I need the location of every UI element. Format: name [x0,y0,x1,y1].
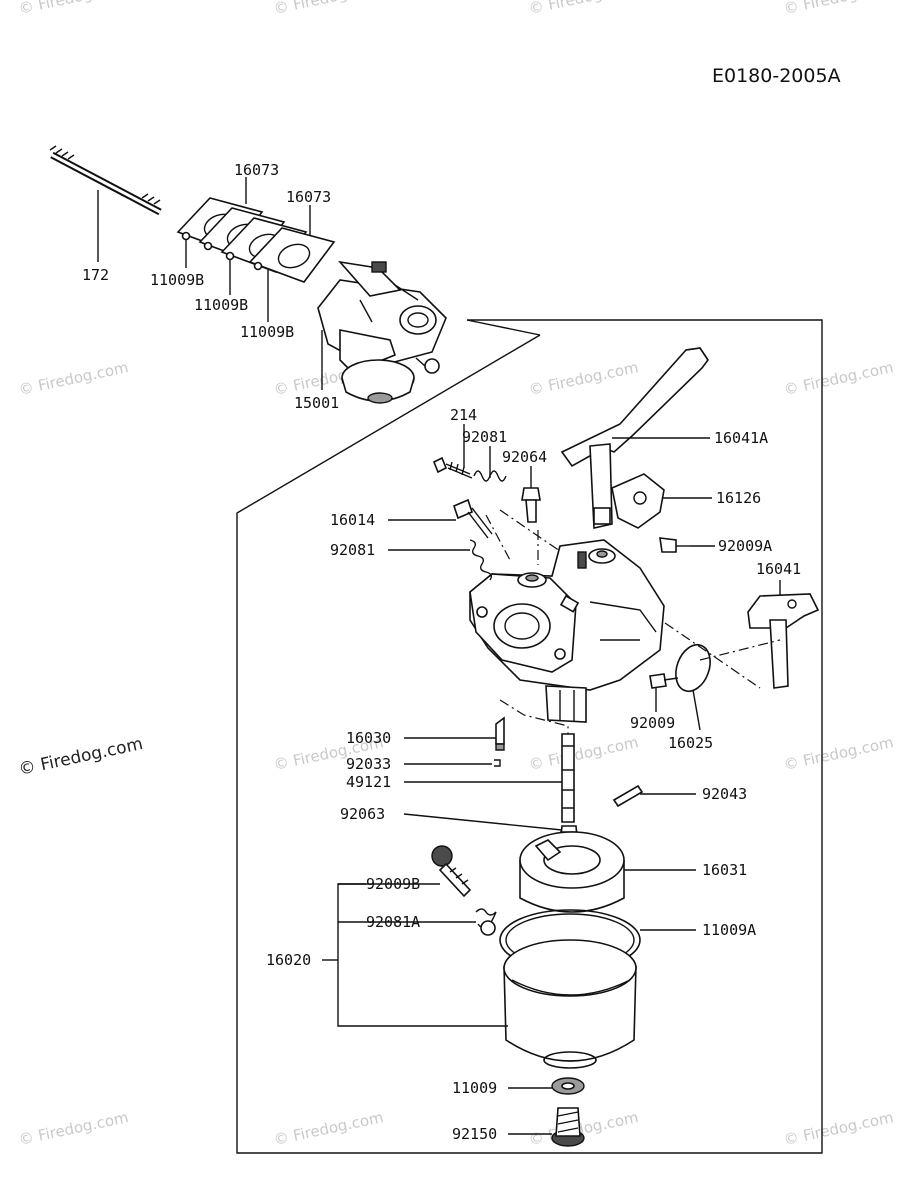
label-11009b-b: 11009B [194,296,248,314]
leader-92063 [403,813,563,831]
label-92064: 92064 [502,448,547,466]
watermark-4: © Firedog.com [782,358,895,399]
label-16030: 16030 [346,729,391,747]
watermark-10: © Firedog.com [272,1108,385,1149]
document-code: E0180-2005A [712,65,841,87]
label-92009b: 92009B [366,875,420,893]
bolt-92150-drawing [551,1107,585,1147]
choke-lever-16041a-drawing [560,347,709,529]
leader-16025 [692,689,701,731]
axis-line-main [499,699,569,840]
watermark-9: © Firedog.com [17,1108,130,1149]
label-92009a: 92009A [718,537,772,555]
label-16041a: 16041A [714,429,768,447]
watermark-13: © Firedog.com [17,0,130,18]
label-11009a: 11009A [702,921,756,939]
float-16031-drawing [519,831,625,913]
watermark-1: © Firedog.com [17,358,130,399]
watermark-3: © Firedog.com [527,358,640,399]
screw-92009b-drawing [431,845,472,898]
watermark-15: © Firedog.com [527,0,640,18]
label-92150: 92150 [452,1125,497,1143]
carburetor-body-drawing [469,539,665,723]
throttle-lever-16041-drawing [747,593,820,689]
detail-frame-pointer [466,319,541,336]
label-16020: 16020 [266,951,311,969]
pin-92043-drawing [612,784,644,808]
axis-line-top-screws [485,514,511,561]
label-92081a: 92081A [366,913,420,931]
stud-172-drawing [49,145,162,216]
choke-plate-16126-drawing [611,473,665,529]
screw-92009-drawing [649,673,679,689]
label-49121: 49121 [346,773,391,791]
screw-16014-drawing [453,498,493,539]
label-16073-b: 16073 [286,188,331,206]
bracket-16020 [337,883,508,1027]
watermark-7: © Firedog.com [527,733,640,774]
carburetor-assembly-small-drawing [317,260,447,404]
label-92009: 92009 [630,714,675,732]
label-16073-a: 16073 [234,161,279,179]
watermark-14: © Firedog.com [272,0,385,18]
watermark-8: © Firedog.com [782,733,895,774]
label-11009b-c: 11009B [240,323,294,341]
spring-92081a-drawing [475,908,497,936]
washer-11009-drawing [551,1077,585,1095]
label-214: 214 [450,406,477,424]
label-92081-top: 92081 [462,428,507,446]
label-15001: 15001 [294,394,339,412]
throttle-plate-16025-drawing [675,643,711,693]
screw-92064-drawing [521,487,541,523]
label-16041: 16041 [756,560,801,578]
label-16025: 16025 [668,734,713,752]
axis-line-choke [499,509,761,689]
clip-92033-drawing [494,759,501,767]
label-92081: 92081 [330,541,375,559]
watermark-11: © Firedog.com [527,1108,640,1149]
watermark-12: © Firedog.com [782,1108,895,1149]
screw-92009a-drawing [659,537,690,553]
watermark-5: © Firedog.com [17,734,145,780]
jet-16030-drawing [495,716,505,751]
watermark-16: © Firedog.com [782,0,895,18]
label-172: 172 [82,266,109,284]
label-11009b-a: 11009B [150,271,204,289]
float-bowl-drawing [503,939,637,1069]
nozzle-49121-drawing [561,733,575,823]
label-16014: 16014 [330,511,375,529]
detail-frame [236,319,823,1154]
spring-92081-drawing [469,539,493,581]
label-92043: 92043 [702,785,747,803]
label-16126: 16126 [716,489,761,507]
gasket-stack-drawing [176,197,336,283]
pilot-screw-214-drawing [432,456,473,479]
axis-line-throttle [699,639,781,661]
label-11009: 11009 [452,1079,497,1097]
label-16031: 16031 [702,861,747,879]
label-92033: 92033 [346,755,391,773]
label-92063: 92063 [340,805,385,823]
